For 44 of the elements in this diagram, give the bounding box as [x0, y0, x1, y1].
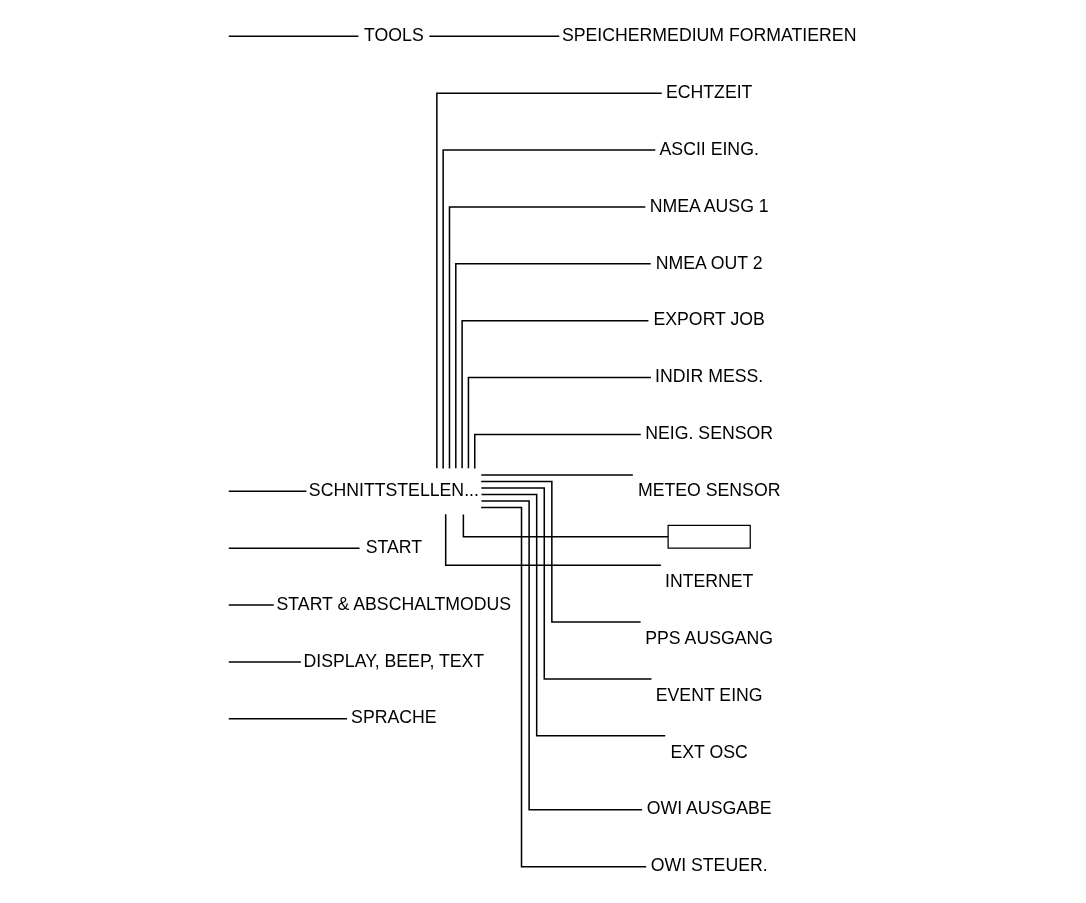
connector	[228, 718, 348, 720]
connector	[474, 433, 642, 470]
connector	[228, 661, 302, 663]
node-text: PPS AUSGANG	[645, 627, 774, 648]
connector	[462, 513, 669, 538]
node-text: START	[365, 536, 423, 557]
connector	[448, 206, 647, 470]
node-text: ASCII EING.	[659, 138, 759, 159]
connector	[467, 376, 652, 470]
node-text: INTERNET	[664, 570, 754, 591]
node-text: SCHNITTSTELLEN...	[308, 479, 479, 500]
node-text: EVENT EING	[655, 684, 763, 705]
connector	[444, 513, 662, 566]
connector	[228, 547, 361, 549]
connector	[428, 35, 561, 38]
connector	[442, 149, 657, 470]
node-text: EXT OSC	[670, 741, 748, 762]
node-text: SPRACHE	[351, 707, 437, 728]
node-text: SPEICHERMEDIUM FORMATIEREN	[561, 25, 857, 46]
connector	[228, 35, 360, 38]
connector	[436, 92, 663, 469]
connector	[480, 506, 647, 868]
connector	[480, 487, 653, 680]
node-text: ECHTZEIT	[665, 81, 753, 102]
node-text: TOOLS	[364, 25, 424, 46]
connector	[480, 493, 666, 737]
connector	[455, 263, 652, 469]
connector	[480, 500, 643, 811]
node-text: NMEA AUSG 1	[649, 195, 769, 216]
connector	[228, 604, 275, 606]
node-text: EXPORT JOB	[653, 309, 765, 330]
connector	[228, 490, 308, 493]
node-text: METEO SENSOR	[637, 479, 781, 500]
node-text: INDIR MESS.	[655, 366, 764, 387]
node-text: NMEA OUT 2	[655, 252, 763, 273]
node-box	[667, 524, 751, 549]
node-text: DISPLAY, BEEP, TEXT	[303, 650, 485, 671]
connector	[461, 319, 650, 470]
node-text: START & ABSCHALTMODUS	[276, 593, 512, 614]
node-text: NEIG. SENSOR	[645, 423, 774, 444]
node-text: OWI STEUER.	[650, 855, 768, 876]
node-text: OWI AUSGABE	[646, 798, 772, 819]
connector	[480, 480, 642, 623]
connector	[480, 474, 634, 476]
